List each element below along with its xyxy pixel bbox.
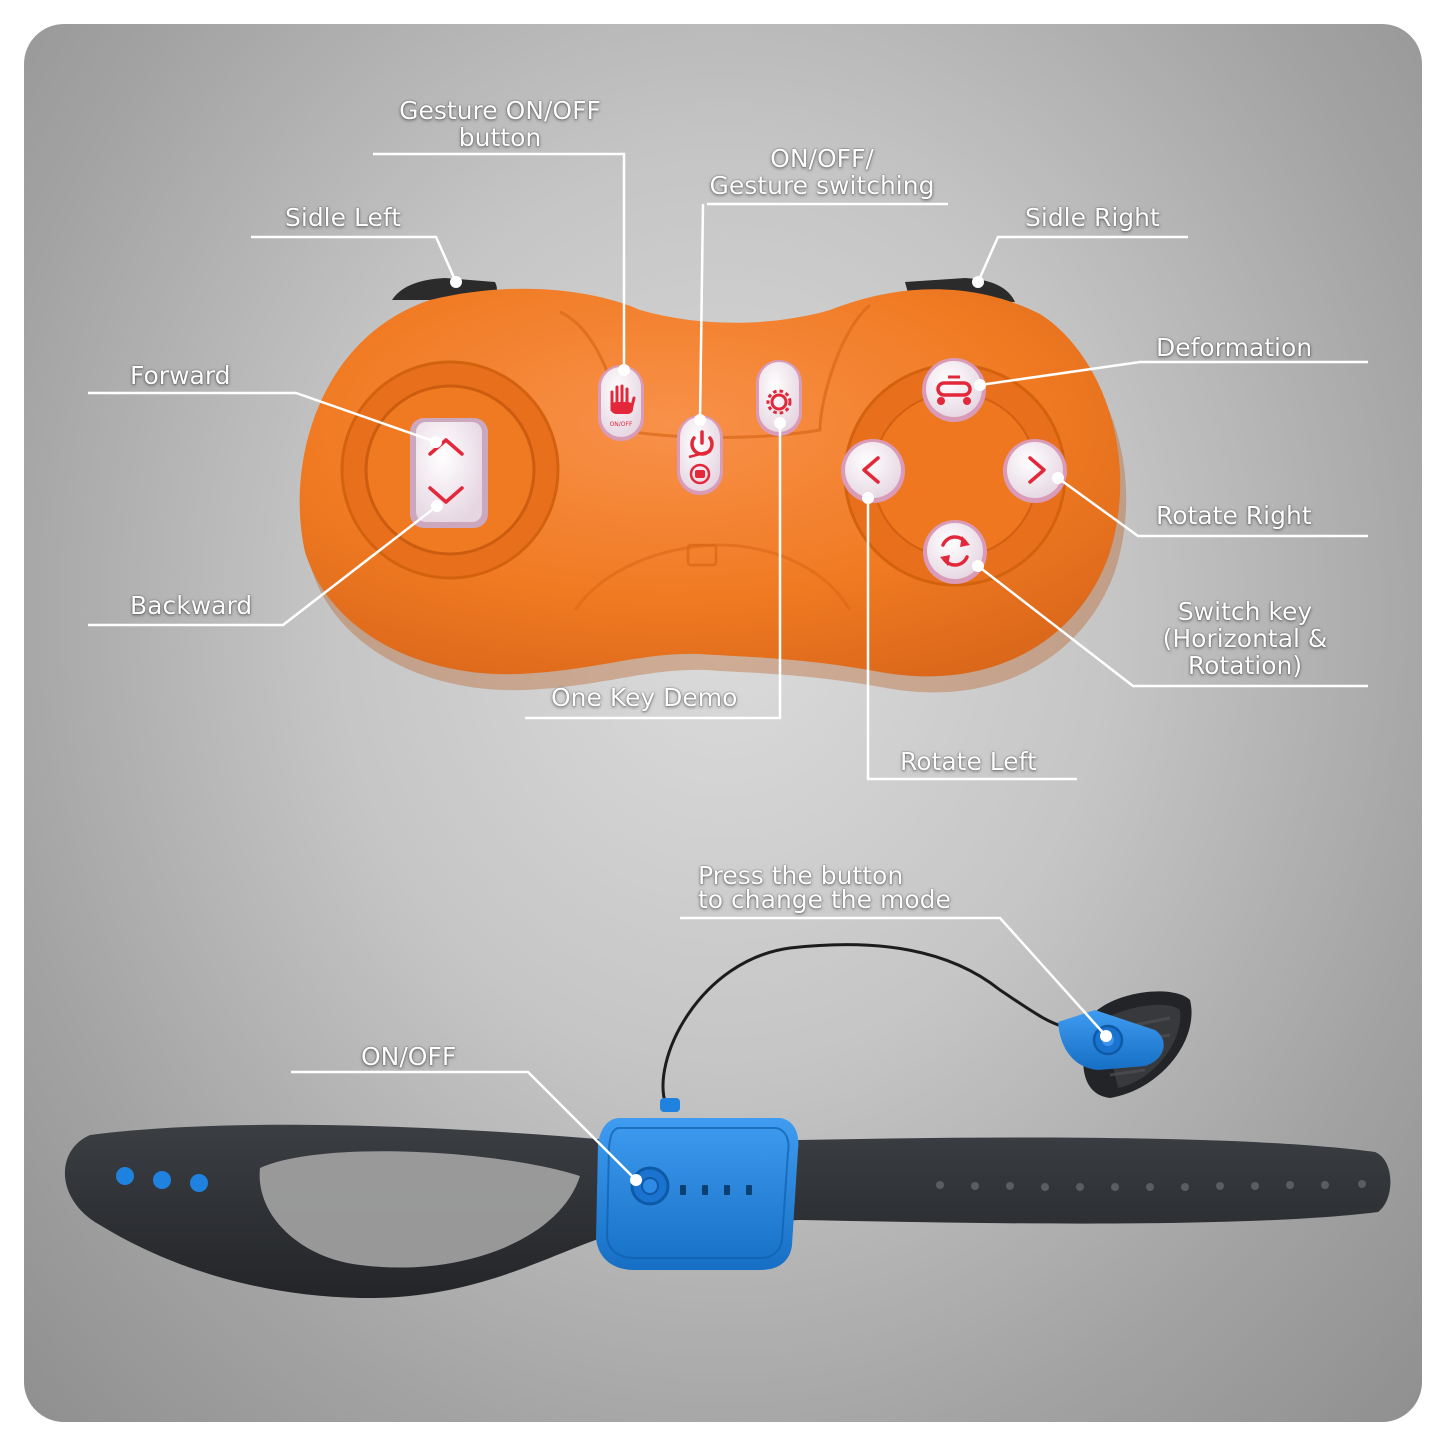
forward-backward-rocker[interactable] [410,418,488,528]
label-line: Rotation) [1187,651,1303,680]
rotate-icon [940,535,970,567]
controller: ON/OFF [299,278,1127,693]
label-sidle-right: Sidle Right [1025,203,1160,232]
label-press-button: Press the button to change the mode [698,861,951,914]
cable [661,943,1071,1106]
chevron-down-icon [428,486,464,504]
gear-icon [766,389,792,415]
label-line: to change the mode [698,885,951,914]
wrist-module [596,1098,799,1270]
wrist-onoff-button[interactable] [630,1166,670,1206]
label-switch-key: Switch key (Horizontal & Rotation) [1150,598,1340,679]
gesture-wristband [64,943,1391,1299]
hand-icon [689,463,711,485]
chevron-up-icon [428,438,464,456]
label-backward: Backward [130,591,253,620]
leader-dots [430,276,1112,1186]
transform-icon [936,375,972,405]
strap-holes [936,1180,1366,1191]
rotate-right-button[interactable] [1003,439,1067,503]
leader-lines [88,152,1368,1181]
label-line: (Horizontal & [1162,624,1328,653]
strap-studs [116,1167,208,1192]
diagram-panel: ON/OFF [24,24,1422,1422]
label-deformation: Deformation [1156,333,1313,362]
label-onoff-gesture-switching: ON/OFF/ Gesture switching [700,145,944,199]
one-key-demo-button[interactable] [756,360,802,436]
deformation-button[interactable] [922,358,986,422]
onoff-gesture-switching-button[interactable] [677,415,723,495]
gesture-small-mark: ON/OFF [610,421,633,428]
label-line: ON/OFF/ [770,144,874,173]
label-one-key-demo: One Key Demo [551,683,738,712]
diagram-scene: ON/OFF [64,152,1391,1299]
label-line: Gesture ON/OFF [399,96,601,125]
label-rotate-left: Rotate Left [900,747,1037,776]
label-sidle-left: Sidle Left [285,203,401,232]
label-line: Press the button [698,861,904,890]
label-line: Switch key [1177,597,1313,626]
label-forward: Forward [130,361,231,390]
label-gesture-onoff: Gesture ON/OFF button [380,97,620,151]
label-line: Gesture switching [709,171,935,200]
chevron-left-icon [862,456,880,484]
label-rotate-right: Rotate Right [1156,501,1312,530]
chevron-right-icon [1028,456,1046,484]
hand-icon [610,384,636,414]
label-wrist-onoff: ON/OFF [361,1042,457,1071]
label-line: button [458,123,542,152]
gesture-onoff-button[interactable]: ON/OFF [598,365,644,441]
rotate-left-button[interactable] [841,439,905,503]
switch-key-button[interactable] [923,520,987,584]
